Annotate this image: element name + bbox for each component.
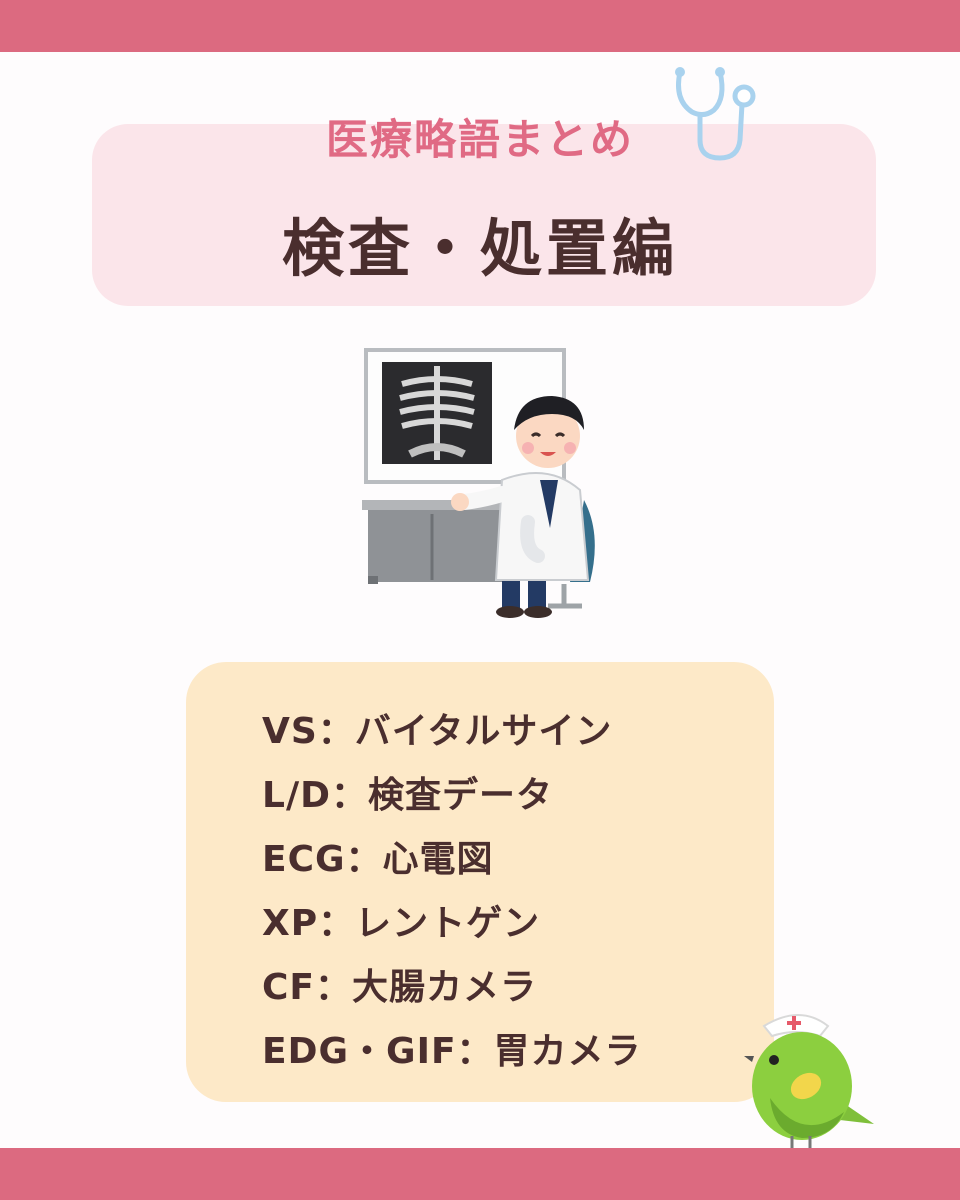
abbreviation-list: VS：バイタルサイン L/D：検査データ ECG：心電図 XP：レントゲン CF… bbox=[262, 704, 642, 1088]
list-item: L/D：検査データ bbox=[262, 775, 553, 816]
doctor-xray-illustration bbox=[362, 348, 595, 618]
page-title: 検査・処置編 bbox=[281, 212, 678, 285]
list-item: CF：大腸カメラ bbox=[262, 967, 538, 1008]
stethoscope-icon bbox=[675, 67, 756, 161]
list-item: ECG：心電図 bbox=[262, 839, 494, 880]
nurse-bird-icon bbox=[744, 1014, 874, 1150]
list-item: VS：バイタルサイン bbox=[262, 711, 613, 752]
title-box bbox=[92, 124, 876, 306]
subtitle: 医療略語まとめ bbox=[325, 115, 634, 164]
top-band bbox=[0, 0, 960, 52]
list-item: EDG・GIF：胃カメラ bbox=[262, 1031, 642, 1072]
abbreviation-box bbox=[186, 662, 774, 1102]
list-item: XP：レントゲン bbox=[262, 903, 541, 944]
bottom-band bbox=[0, 1148, 960, 1200]
